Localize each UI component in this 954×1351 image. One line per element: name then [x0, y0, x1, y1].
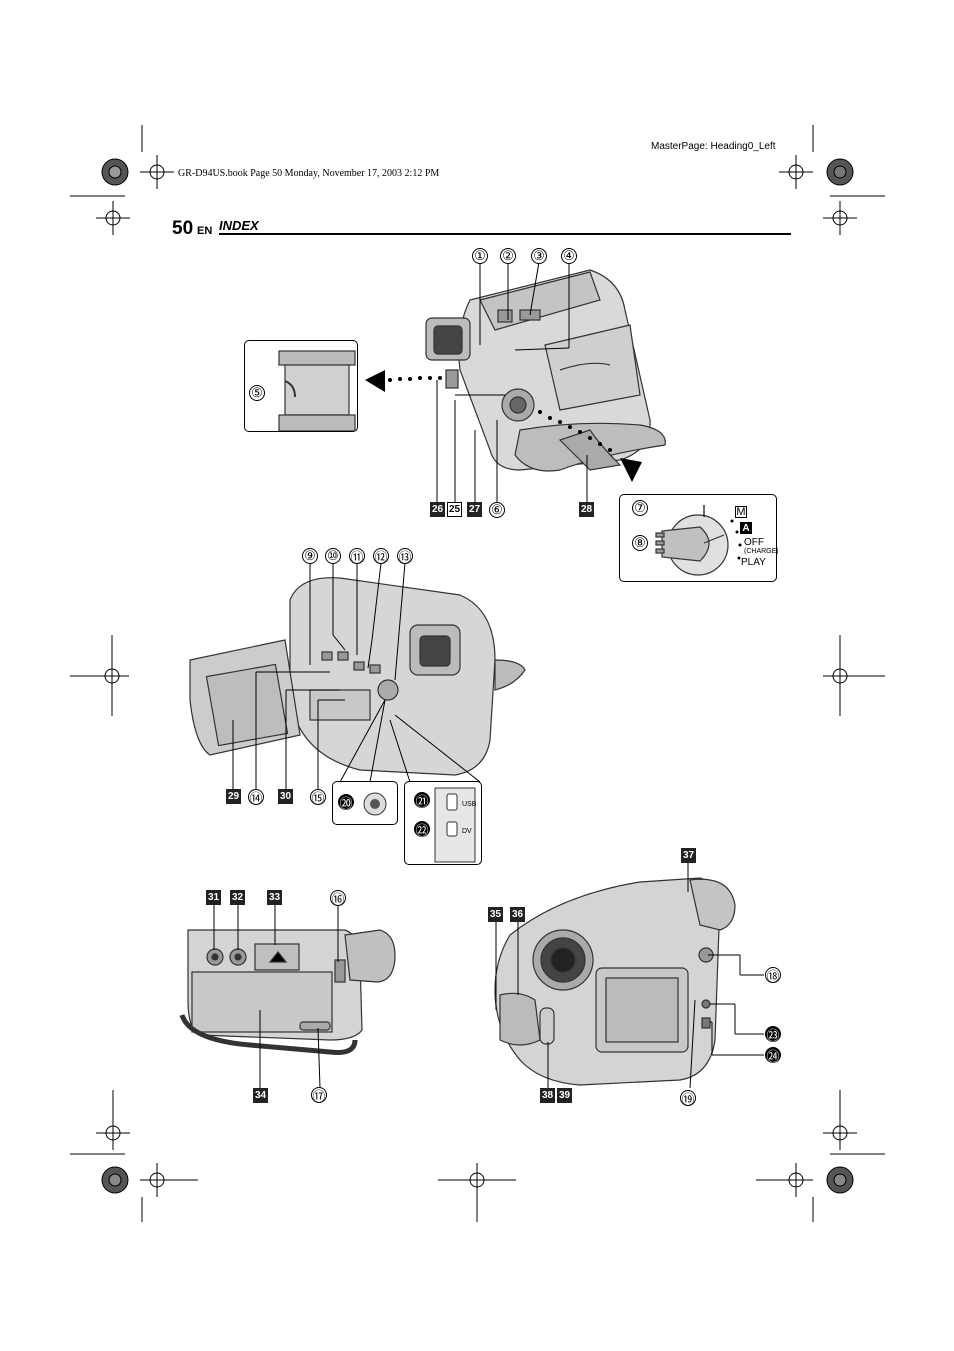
callout-28: 28 [579, 502, 594, 517]
usb-label: USB [462, 801, 477, 808]
mode-off-label: OFF [744, 537, 764, 548]
callout-35: 35 [488, 907, 503, 922]
callout-25: 25 [447, 502, 462, 517]
callout-27: 27 [467, 502, 482, 517]
viewfinder-detail-box [244, 340, 358, 432]
callout-16: ⑯ [330, 890, 346, 907]
callout-23: ㉓ [765, 1026, 781, 1043]
callout-32: 32 [230, 890, 245, 905]
callout-15: ⑮ [310, 789, 326, 806]
mode-dial-illustration [655, 505, 742, 576]
viewfinder-detail-illustration [278, 350, 356, 431]
callout-2: ② [500, 248, 516, 264]
callout-12: ⑫ [373, 548, 389, 565]
callout-7: ⑦ [632, 500, 648, 516]
callout-36: 36 [510, 907, 525, 922]
callout-20: ⑳ [338, 794, 354, 811]
callout-21: ㉑ [414, 792, 430, 809]
callout-33: 33 [267, 890, 282, 905]
callout-9: ⑨ [302, 548, 318, 564]
callout-19: ⑲ [680, 1090, 696, 1107]
mode-manual-icon: M [735, 506, 747, 518]
callout-29: 29 [226, 789, 241, 804]
book-info: GR-D94US.book Page 50 Monday, November 1… [178, 168, 440, 179]
callout-5: ⑤ [249, 385, 265, 401]
section-title: INDEX [219, 218, 259, 233]
page-number: 50 [172, 218, 194, 239]
usb-dv-ports-illustration [434, 787, 476, 863]
callout-26: 26 [430, 502, 445, 517]
callout-24: ㉔ [765, 1047, 781, 1064]
callout-3: ③ [531, 248, 547, 264]
callout-10: ⑩ [325, 548, 341, 564]
callout-39: 39 [557, 1088, 572, 1103]
header-rule [219, 233, 791, 235]
callout-18: ⑱ [765, 967, 781, 984]
master-page-label: MasterPage: Heading0_Left [651, 141, 776, 152]
callout-13: ⑬ [397, 548, 413, 565]
callout-37: 37 [681, 848, 696, 863]
callout-34: 34 [253, 1088, 268, 1103]
callout-11: ⑪ [349, 548, 365, 565]
mode-charge-label: (CHARGE) [744, 548, 779, 555]
dv-label: DV [462, 828, 472, 835]
s-video-jack-icon [363, 792, 387, 816]
callout-1: ① [472, 248, 488, 264]
mode-play-label: PLAY [741, 557, 766, 568]
callout-22: ㉒ [414, 821, 430, 838]
callout-6: ⑥ [489, 502, 505, 518]
callout-4: ④ [561, 248, 577, 264]
callout-38: 38 [540, 1088, 555, 1103]
callout-8: ⑧ [632, 535, 648, 551]
language-code: EN [197, 225, 213, 237]
callout-31: 31 [206, 890, 221, 905]
callout-17: ⑰ [311, 1087, 327, 1104]
callout-14: ⑭ [248, 789, 264, 806]
mode-auto-icon: A [740, 522, 752, 534]
callout-30: 30 [278, 789, 293, 804]
